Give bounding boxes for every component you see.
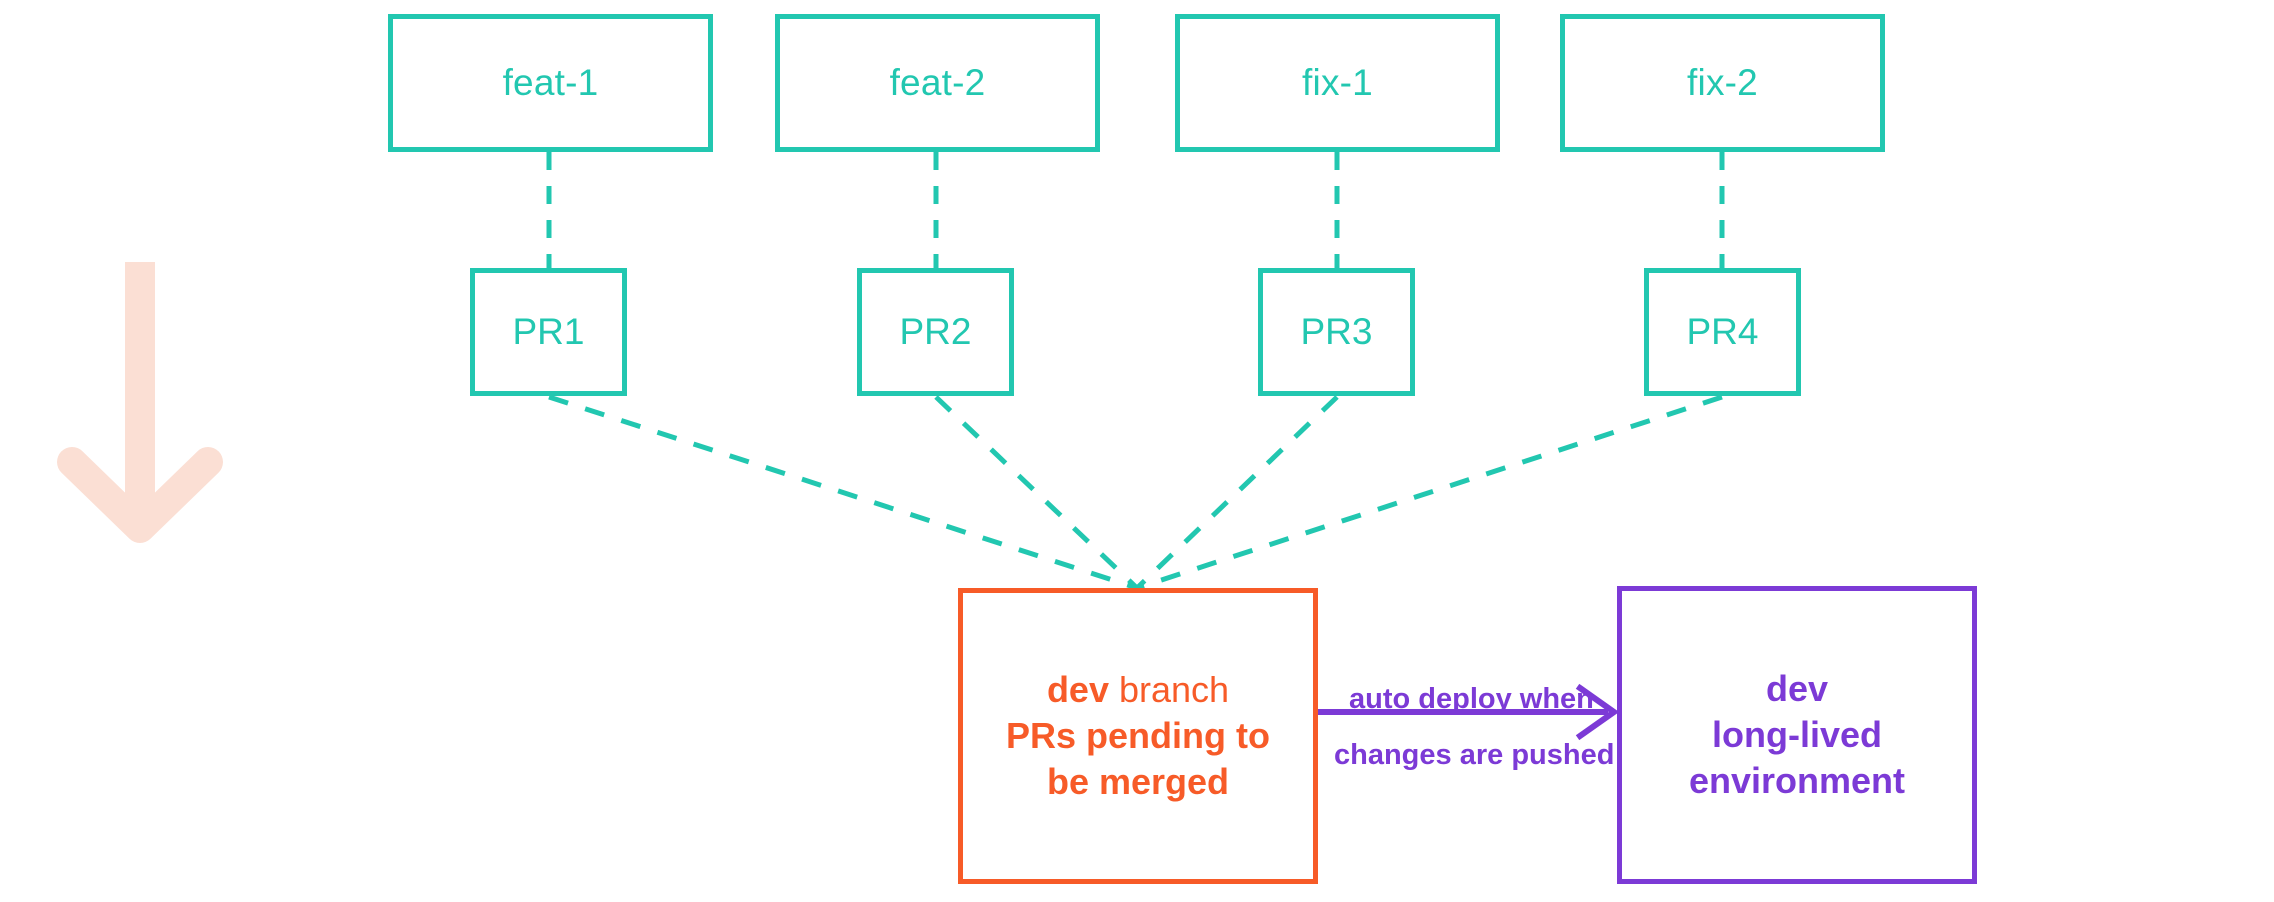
branch-box-fix-1[interactable]: fix-1: [1175, 14, 1500, 152]
dev-environment-subtitle-line-2: environment: [1688, 760, 1906, 802]
dev-environment-title: dev: [1766, 666, 1828, 712]
downward-flow-arrow: [57, 262, 223, 543]
pr-label: PR2: [899, 310, 972, 352]
dev-branch-title-strong: dev: [1046, 668, 1109, 710]
branch-box-feat-2[interactable]: feat-2: [775, 14, 1100, 152]
branch-label: feat-2: [889, 61, 986, 103]
pr-box-pr1[interactable]: PR1: [470, 268, 627, 396]
dev-branch-box[interactable]: dev branch PRs pending to be merged: [958, 588, 1318, 884]
pr-label: PR3: [1300, 310, 1373, 352]
deploy-label-above: auto deploy when: [1349, 683, 1594, 715]
branch-label: feat-1: [502, 61, 599, 103]
dev-environment-subtitle-line-1: long-lived: [1712, 713, 1882, 755]
dev-environment-title-strong: dev: [1765, 667, 1829, 709]
pr-label: PR4: [1686, 310, 1759, 352]
branch-label: fix-2: [1687, 61, 1758, 103]
dev-environment-box[interactable]: dev long-lived environment: [1617, 586, 1977, 884]
dev-branch-title: dev branch: [1047, 667, 1229, 713]
pr-to-dev-branch-connectors: [548, 394, 1723, 591]
dev-branch-subtitle-line-1: PRs pending to: [1006, 714, 1270, 756]
pr-box-pr2[interactable]: PR2: [857, 268, 1014, 396]
dev-branch-title-rest: branch: [1108, 668, 1230, 710]
pr-box-pr3[interactable]: PR3: [1258, 268, 1415, 396]
dev-branch-subtitle-line-2: be merged: [1046, 761, 1230, 803]
branch-box-feat-1[interactable]: feat-1: [388, 14, 713, 152]
branch-box-fix-2[interactable]: fix-2: [1560, 14, 1885, 152]
pr-box-pr4[interactable]: PR4: [1644, 268, 1801, 396]
branch-to-pr-connectors: [546, 152, 1725, 268]
deploy-label-below: changes are pushed: [1334, 739, 1615, 771]
pr-label: PR1: [512, 310, 585, 352]
branch-label: fix-1: [1302, 61, 1373, 103]
